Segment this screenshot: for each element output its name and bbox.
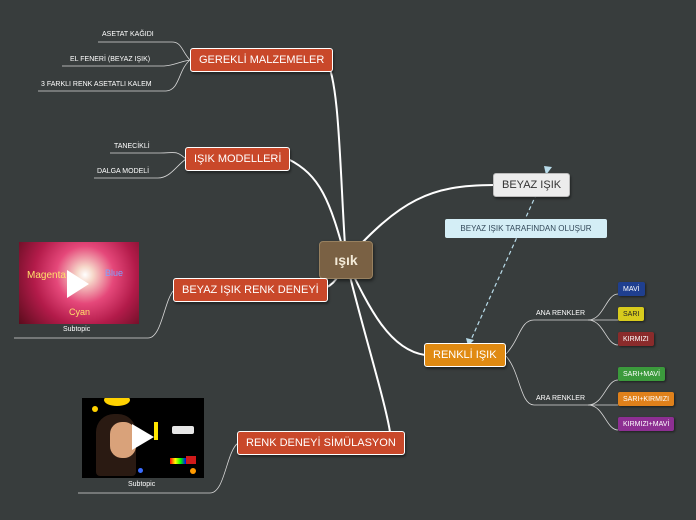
thumb-caption: Subtopic [128,481,156,488]
thumb-caption: Subtopic [63,326,91,333]
relation-arrow [469,167,549,343]
branch-secondary-colors[interactable]: ARA RENKLER [536,395,586,402]
subtopic-acetate-paper[interactable]: ASETAT KAĞIDI [102,31,154,38]
topic-materials[interactable]: GEREKLİ MALZEMELER [190,48,334,72]
topic-white-light[interactable]: BEYAZ IŞIK [493,173,571,197]
video-thumbnail-simulation[interactable] [82,398,204,478]
play-icon[interactable] [67,270,89,298]
color-chip-red[interactable]: KIRMIZI [618,332,654,346]
color-chip-yellow[interactable]: SARI [618,307,645,321]
arrow-icon [544,166,552,175]
topic-colored-light[interactable]: RENKLİ IŞIK [424,343,506,367]
subtopic-wave-model[interactable]: DALGA MODELİ [97,168,150,175]
color-chip-purple[interactable]: KIRMIZI+MAVİ [618,417,675,431]
subtopic-flashlight[interactable]: EL FENERİ (BEYAZ IŞIK) [70,56,151,63]
branch-primary-colors[interactable]: ANA RENKLER [536,310,586,317]
thumb-text-cyan: Cyan [69,307,91,317]
subtopic-acetate-pens[interactable]: 3 FARKLI RENK ASETATLI KALEM [41,81,152,88]
color-chip-green[interactable]: SARI+MAVİ [618,367,666,381]
topic-simulation[interactable]: RENK DENEYİ SİMÜLASYON [237,431,405,455]
color-chip-blue[interactable]: MAVİ [618,282,645,296]
central-topic[interactable]: ışık [319,241,373,279]
subtopic-particle-model[interactable]: TANECİKLİ [114,143,150,150]
callout-label: BEYAZ IŞIK TARAFINDAN OLUŞUR [445,219,607,238]
topic-light-models[interactable]: IŞIK MODELLERİ [185,147,291,171]
thumb-text-magenta: Magenta [27,270,66,281]
topic-white-light-experiment[interactable]: BEYAZ IŞIK RENK DENEYİ [173,278,328,302]
video-thumbnail-white-light[interactable]: Magenta Blue Cyan [19,242,139,324]
thumb-text-blue: Blue [105,268,124,278]
color-chip-orange[interactable]: SARI+KIRMIZI [618,392,675,406]
play-icon[interactable] [132,424,154,450]
